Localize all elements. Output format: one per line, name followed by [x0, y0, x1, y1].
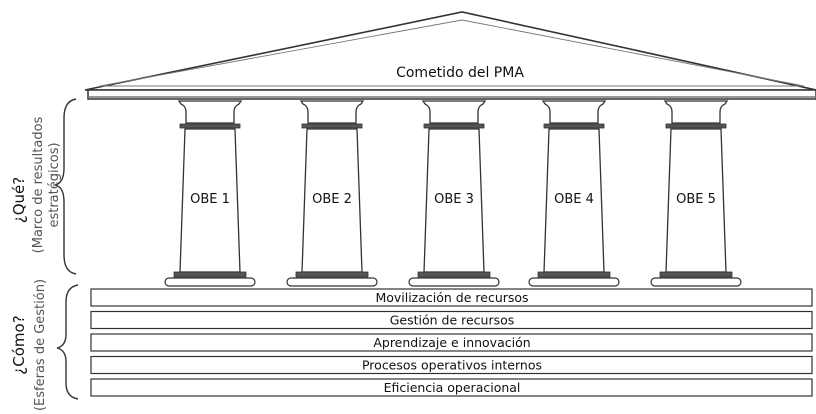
pillar-capital — [663, 100, 729, 124]
foundation-layer: Gestión de recursos — [90, 310, 813, 330]
pillar-capital — [299, 100, 365, 124]
what-description-line1: (Marco de resultados — [31, 116, 46, 253]
pillar-label: OBE 5 — [676, 192, 716, 207]
foundation-layer: Aprendizaje e innovación — [90, 333, 813, 352]
foundation-layer: Eficiencia operacional — [90, 378, 813, 397]
pillar-band — [301, 123, 363, 129]
foundation-layer: Procesos operativos internos — [90, 355, 813, 375]
pillar-label: OBE 2 — [312, 192, 352, 207]
pillar-capital — [421, 100, 487, 124]
pillars: OBE 1 OBE 2 OBE 3 OBE 4 OBE 5 — [164, 100, 742, 287]
foundation-layer-label: Procesos operativos internos — [362, 358, 542, 373]
pillar-plinth — [164, 277, 256, 287]
pillar: OBE 5 — [650, 100, 742, 287]
pillar-label: OBE 1 — [190, 192, 230, 207]
pillar-capital — [541, 100, 607, 124]
pillar-band — [179, 123, 241, 129]
foundation-layer-label: Gestión de recursos — [390, 313, 515, 328]
left-braces — [54, 98, 79, 400]
pillar-base-band — [659, 271, 733, 278]
pillar-band — [665, 123, 727, 129]
side-label-how: ¿Cómo? (Esferas de Gestión) — [10, 279, 48, 411]
pillar-capital — [177, 100, 243, 124]
foundation-layer-label: Aprendizaje e innovación — [373, 335, 530, 350]
pillar-base-band — [417, 271, 491, 278]
pillar-band — [423, 123, 485, 129]
architrave — [87, 89, 816, 100]
pillar-plinth — [650, 277, 742, 287]
foundation-layer-box — [90, 310, 813, 330]
foundation-layer-box — [90, 378, 813, 397]
how-question: ¿Cómo? — [10, 315, 28, 374]
pillar-label: OBE 3 — [434, 192, 474, 207]
brace-how — [56, 284, 79, 400]
how-description: (Esferas de Gestión) — [33, 279, 48, 411]
side-label-what: ¿Qué? (Marco de resultados estratégicos) — [10, 116, 62, 253]
roof-title: Cometido del PMA — [396, 65, 524, 81]
pillar-plinth — [286, 277, 378, 287]
foundation-layer-box — [90, 355, 813, 375]
foundation-layer-label: Eficiencia operacional — [384, 380, 521, 395]
foundation-layer-box — [90, 288, 813, 307]
roof: Cometido del PMA — [84, 11, 816, 100]
pillar-plinth — [408, 277, 500, 287]
pillar-band — [543, 123, 605, 129]
roof-inner-triangle — [99, 19, 805, 87]
brace-what — [54, 98, 77, 275]
foundation-layer-box — [90, 333, 813, 352]
foundation-layer-label: Movilización de recursos — [375, 290, 528, 305]
pillar: OBE 3 — [408, 100, 500, 287]
pillar: OBE 4 — [528, 100, 620, 287]
pillar-base-band — [537, 271, 611, 278]
pillar-base-band — [173, 271, 247, 278]
pillar: OBE 1 — [164, 100, 256, 287]
what-description-line2: estratégicos) — [47, 142, 62, 227]
pillar-base-band — [295, 271, 369, 278]
pillar-label: OBE 4 — [554, 192, 594, 207]
foundation-layer: Movilización de recursos — [90, 288, 813, 307]
pillar-plinth — [528, 277, 620, 287]
what-question: ¿Qué? — [10, 177, 28, 223]
pillar: OBE 2 — [286, 100, 378, 287]
